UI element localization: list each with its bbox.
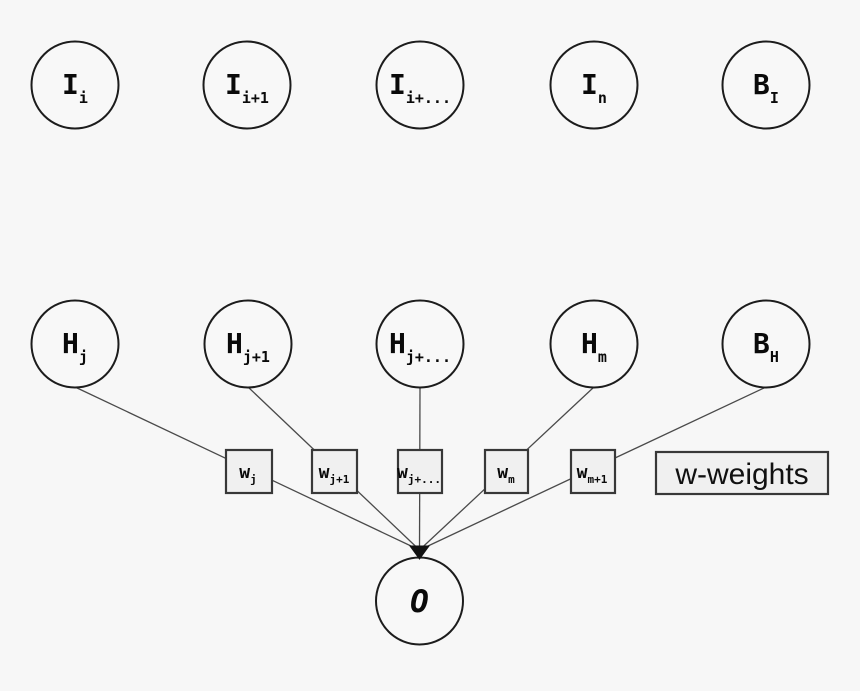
output-node-o: O — [375, 556, 464, 646]
node-label: Ii+... — [389, 68, 451, 107]
node-label: Hj+... — [389, 327, 451, 366]
node-circle — [30, 299, 120, 389]
node-circle — [549, 299, 639, 389]
node-circle — [549, 40, 639, 130]
arrowhead-icon — [409, 545, 430, 560]
input-node-i: Ii — [30, 40, 120, 130]
input-node-n: In — [549, 40, 639, 130]
weight-box-rect — [569, 448, 617, 495]
hidden-layer: Hj Hj+1 Hj+... Hm BH — [30, 299, 811, 389]
node-label: O — [410, 584, 429, 620]
node-label: Hj+1 — [226, 327, 270, 366]
output-layer: O — [375, 545, 464, 646]
node-label: Hj — [62, 327, 88, 366]
weight-box-rect — [224, 448, 274, 495]
input-node-i1: Ii+1 — [202, 40, 292, 130]
node-circle — [721, 299, 811, 389]
node-circle — [375, 299, 465, 389]
node-label: BI — [753, 68, 779, 107]
weight-box-rect — [310, 448, 359, 495]
weight-box-label: wm+1 — [577, 462, 608, 486]
hidden-node-m: Hm — [549, 299, 639, 389]
weight-boxes: wj wj+1 wj+... wm wm+1 w-weights — [224, 448, 830, 496]
node-label: Hm — [581, 327, 607, 366]
weight-box-label: wj — [239, 462, 256, 486]
input-bias-node: BI — [721, 40, 811, 130]
weights-legend: w-weights — [654, 450, 830, 496]
weight-box-wj: wj — [224, 448, 274, 495]
weights-legend-box — [654, 450, 830, 496]
weight-box-label: wm — [497, 462, 515, 486]
weight-box-label: wj+... — [397, 462, 441, 486]
weight-box-rect — [396, 448, 444, 495]
node-circle — [721, 40, 811, 130]
weight-box-wj1: wj+1 — [310, 448, 359, 495]
hidden-node-j1: Hj+1 — [203, 299, 293, 389]
weight-box-wjdots: wj+... — [396, 448, 444, 495]
weight-box-wm: wm — [483, 448, 530, 495]
weight-box-rect — [483, 448, 530, 495]
hidden-node-jdots: Hj+... — [375, 299, 465, 389]
weight-box-wm1: wm+1 — [569, 448, 617, 495]
node-label: Ii — [62, 68, 88, 107]
node-circle — [375, 40, 465, 130]
node-label: BH — [753, 327, 779, 366]
node-circle — [202, 40, 292, 130]
hidden-bias-node: BH — [721, 299, 811, 389]
weight-box-label: wj+1 — [319, 462, 350, 486]
input-node-idots: Ii+... — [375, 40, 465, 130]
node-circle — [30, 40, 120, 130]
node-label: In — [581, 68, 607, 107]
weights-legend-label: w-weights — [674, 458, 808, 491]
input-layer: Ii Ii+1 Ii+... In BI — [30, 40, 811, 130]
hidden-node-j: Hj — [30, 299, 120, 389]
node-label: Ii+1 — [225, 68, 269, 107]
node-circle — [203, 299, 293, 389]
